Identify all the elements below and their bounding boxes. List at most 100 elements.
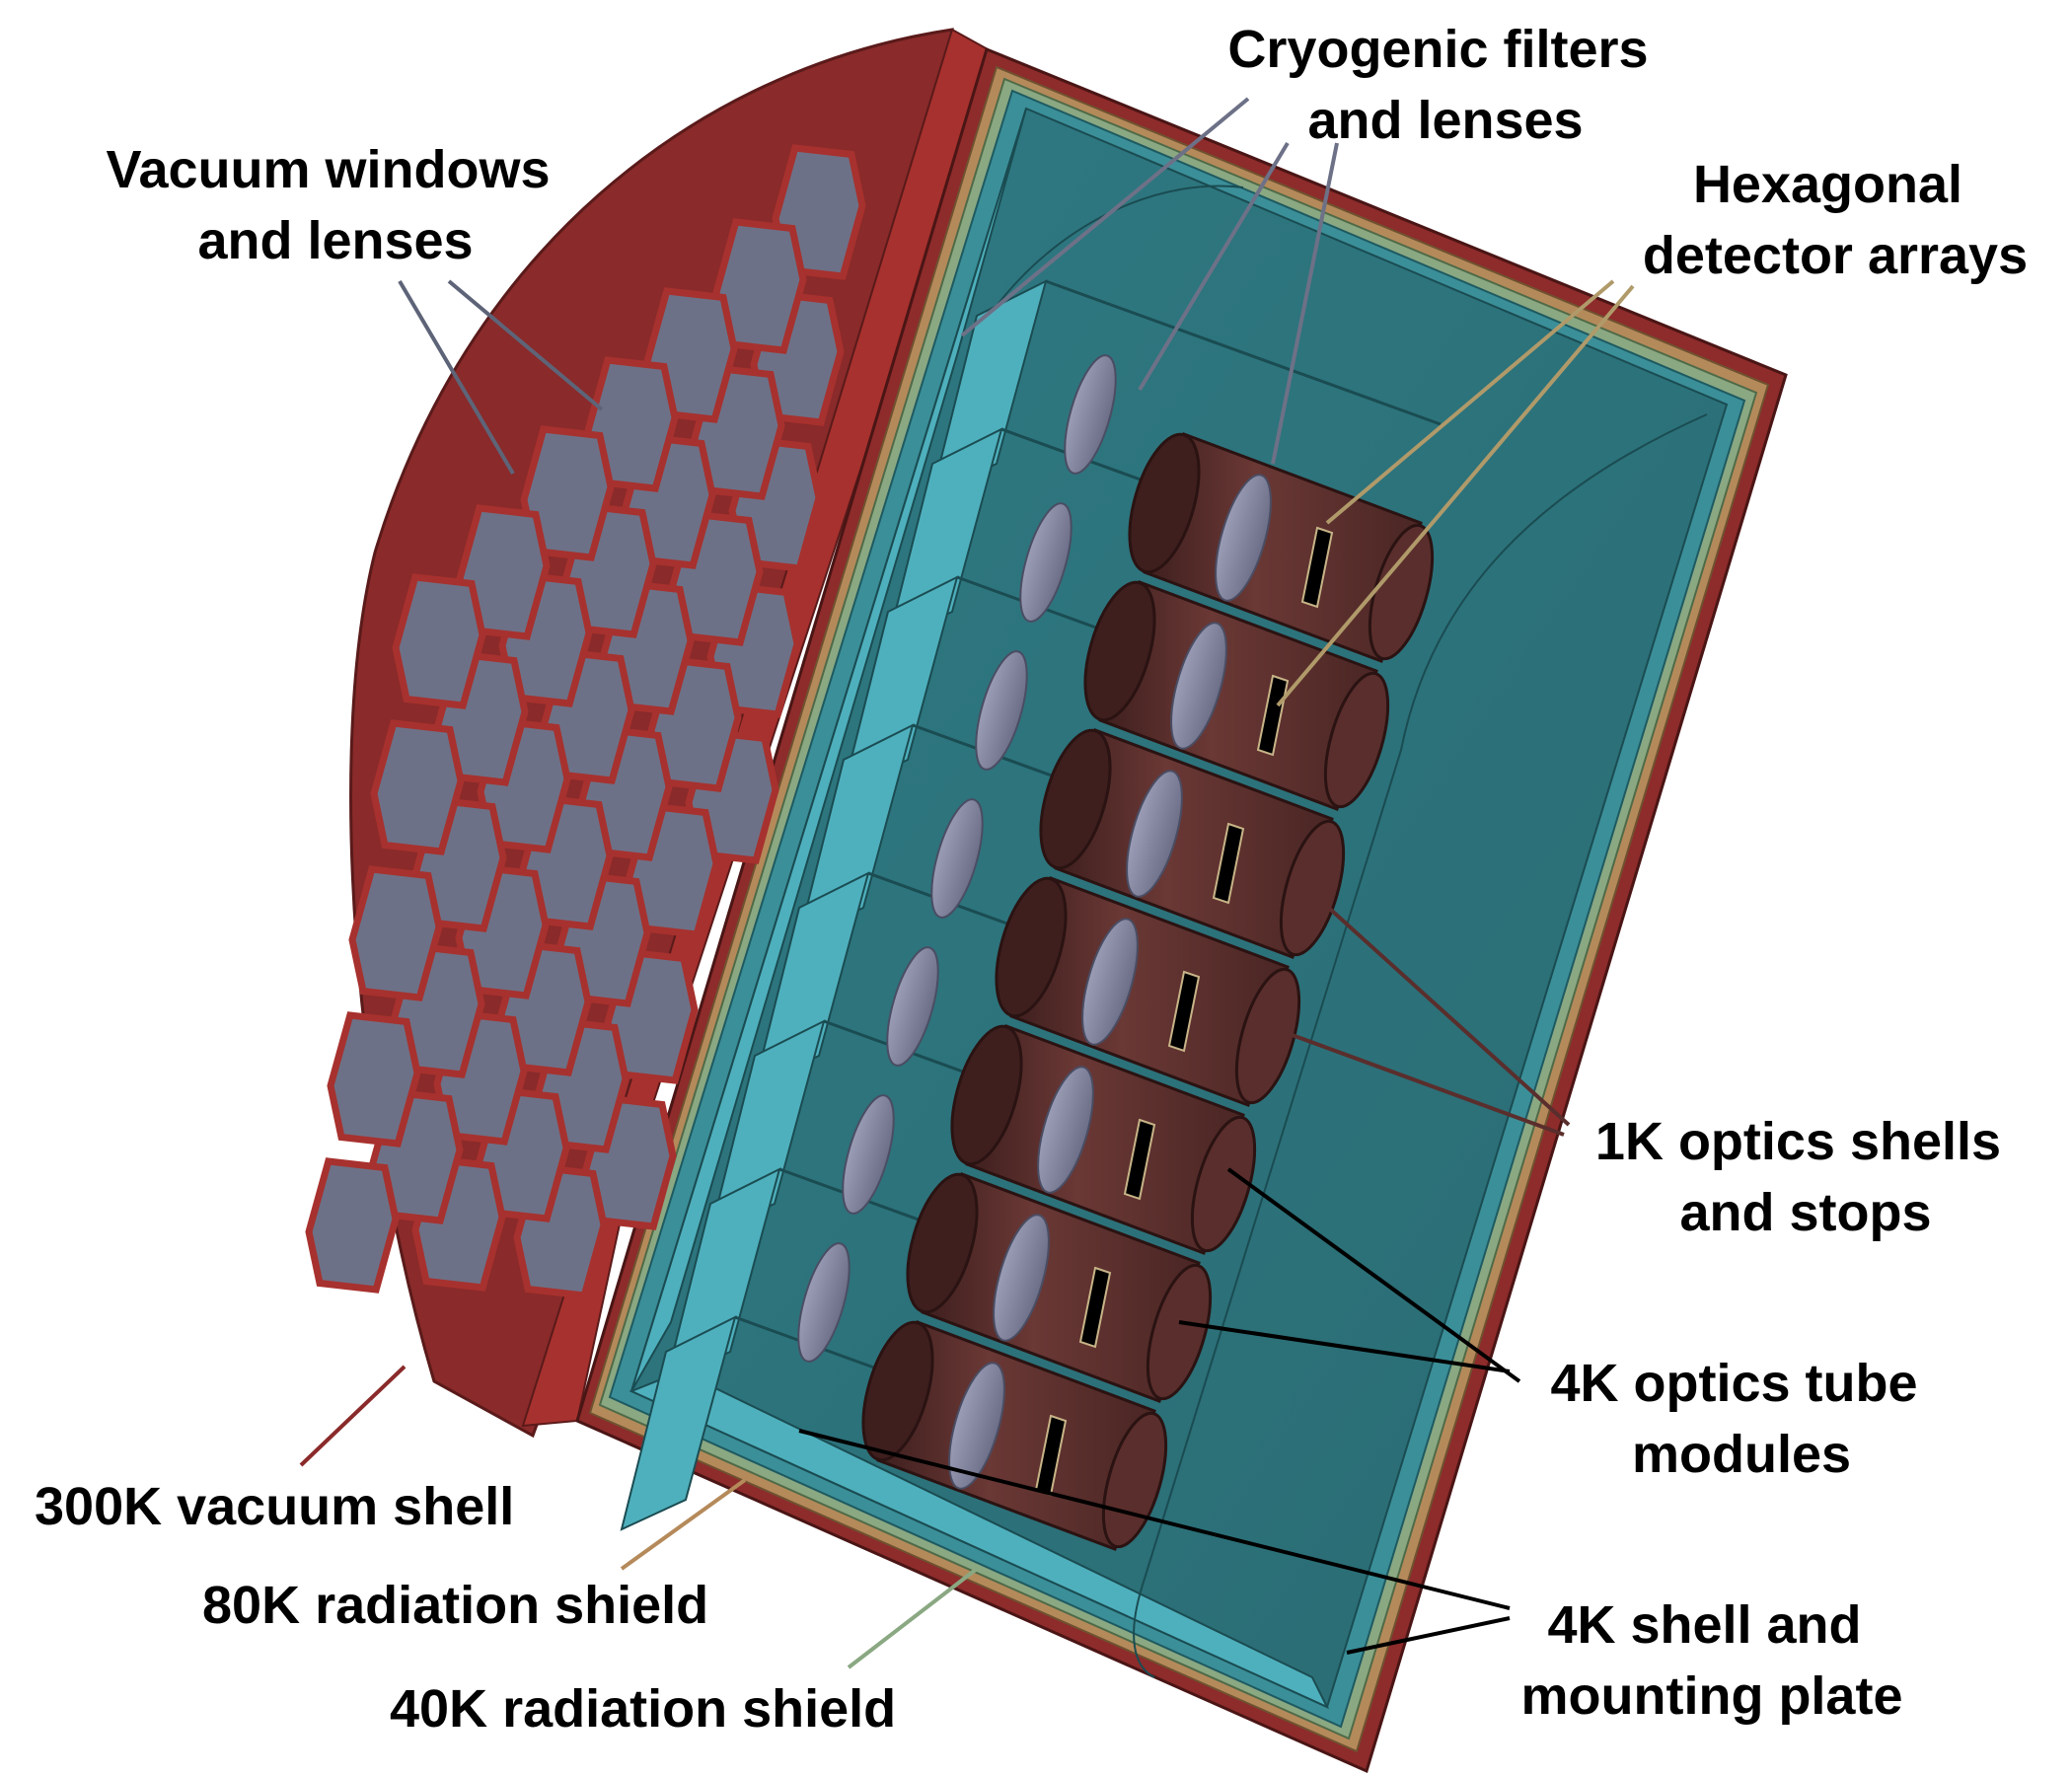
lens-disc-icon (1037, 1066, 1094, 1194)
optics-tube-module (930, 798, 1301, 1107)
tube-aperture (1083, 580, 1156, 722)
label-cryogenic-filters-line2: and lenses (1307, 91, 1583, 150)
label-1k-optics: 1K optics shells and stops (1595, 1112, 2016, 1242)
leader-1k-1 (1310, 891, 1571, 1127)
optics-tube-module (886, 946, 1257, 1255)
interior-left-wall (630, 108, 1027, 1392)
optics-tube-array (797, 354, 1435, 1551)
optics-tube-module (797, 1242, 1168, 1551)
filter-panel (930, 279, 1048, 495)
interior-contour (1133, 413, 1708, 1678)
tube-back-cap (1323, 671, 1390, 809)
hexagon-window-icon (520, 425, 615, 561)
label-cryogenic-filters-line1: Cryogenic filters (1227, 20, 1648, 79)
cryogenic-lens-icon (930, 798, 984, 919)
label-vacuum-windows-line1: Vacuum windows (106, 140, 550, 199)
cryogenic-lens-icon (886, 946, 939, 1067)
label-4k-shell-line2: mounting plate (1521, 1666, 1903, 1726)
hexagon-window-icon (327, 1011, 421, 1147)
filter-panel (797, 723, 915, 939)
detector-array-icon (1256, 674, 1290, 757)
leader-lines (299, 97, 1635, 1669)
leader-cryo-2 (1138, 141, 1290, 392)
leader-300k (299, 1365, 407, 1467)
leader-4k-shell-1 (798, 1429, 1511, 1610)
tube-back-cap (1279, 819, 1346, 957)
filter-panel (620, 1315, 737, 1531)
tube-aperture (1039, 728, 1112, 870)
tube-aperture (861, 1320, 934, 1462)
tube-aperture (906, 1172, 979, 1314)
label-4k-shell-line1: 4K shell and (1547, 1595, 1861, 1655)
leader-4k-shell-2 (1346, 1616, 1511, 1655)
filter-panel (664, 1167, 781, 1383)
tube-aperture (950, 1024, 1023, 1166)
label-vacuum-windows-line2: and lenses (197, 211, 473, 270)
lens-disc-icon (1170, 622, 1227, 750)
hexagon-window-icon (584, 356, 679, 492)
detector-array-icon (1167, 970, 1201, 1053)
hexagon-window-icon (392, 573, 486, 709)
filter-panel (753, 871, 870, 1087)
vacuum-window-array (305, 144, 866, 1299)
label-4k-optics-tube-line1: 4K optics tube (1550, 1354, 1917, 1413)
label-vacuum-windows: Vacuum windows and lenses (106, 140, 564, 270)
hexagon-window-icon (456, 504, 551, 640)
optics-tube-module (975, 650, 1346, 959)
lens-disc-icon (1081, 918, 1139, 1046)
label-4k-optics-tube-line2: modules (1632, 1425, 1851, 1484)
tube-back-cap (1190, 1115, 1257, 1253)
optics-tube-module (1064, 354, 1435, 663)
lens-disc-icon (993, 1214, 1050, 1342)
leader-hex-2 (1276, 284, 1635, 707)
filter-panel (842, 575, 959, 791)
lens-disc-icon (1215, 474, 1272, 602)
cryogenic-lens-icon (1064, 354, 1117, 475)
label-1k-optics-line1: 1K optics shells (1595, 1112, 2001, 1171)
optics-tube-module (1019, 502, 1390, 811)
label-80k-shield: 80K radiation shield (202, 1576, 708, 1635)
label-hexagonal-arrays-line2: detector arrays (1643, 226, 2028, 285)
leader-4k-tube-2 (1178, 1320, 1511, 1373)
detector-array-icon (1212, 822, 1245, 905)
label-cryogenic-filters: Cryogenic filters and lenses (1227, 20, 1663, 150)
filter-panel (708, 1019, 826, 1235)
hexagon-window-icon (370, 719, 465, 855)
label-300k-shell: 300K vacuum shell (35, 1477, 514, 1536)
label-hexagonal-arrays: Hexagonal detector arrays (1643, 155, 2028, 285)
hexagon-window-icon (348, 865, 443, 1001)
label-1k-optics-line2: and stops (1679, 1183, 1931, 1242)
leader-80k (620, 1478, 747, 1571)
leader-1k-2 (1267, 1024, 1565, 1137)
label-4k-optics-tube: 4K optics tube modules (1550, 1354, 1932, 1484)
leader-40k (847, 1567, 979, 1669)
tube-back-cap (1234, 967, 1301, 1105)
cryogenic-lens-icon (1019, 502, 1073, 623)
label-hexagonal-arrays-line1: Hexagonal (1693, 155, 1962, 214)
lens-disc-icon (948, 1362, 1005, 1490)
tube-aperture (995, 876, 1068, 1018)
leader-hex-1 (1325, 279, 1615, 525)
leader-cryo-3 (1271, 142, 1339, 465)
tube-back-cap (1368, 523, 1435, 661)
label-40k-shield: 40K radiation shield (390, 1679, 896, 1739)
hexagon-window-icon (305, 1157, 400, 1294)
detector-array-icon (1123, 1118, 1156, 1201)
labels: Vacuum windows and lenses Cryogenic filt… (35, 20, 2028, 1739)
tube-aperture (1128, 432, 1201, 574)
panel-divider (1045, 279, 1442, 426)
leader-4k-tube-1 (1226, 1167, 1521, 1383)
cryogenic-lens-icon (842, 1094, 895, 1215)
hexagon-window-icon (712, 218, 807, 354)
cryogenic-lens-icon (797, 1242, 851, 1363)
detector-array-icon (1078, 1266, 1112, 1349)
leader-vacuum-windows-1 (398, 279, 515, 476)
lens-disc-icon (1126, 770, 1183, 898)
tube-back-cap (1101, 1411, 1168, 1549)
tube-back-cap (1146, 1263, 1213, 1401)
optics-tube-module (842, 1094, 1213, 1403)
filter-panel (886, 427, 1003, 643)
detector-array-icon (1300, 526, 1334, 609)
